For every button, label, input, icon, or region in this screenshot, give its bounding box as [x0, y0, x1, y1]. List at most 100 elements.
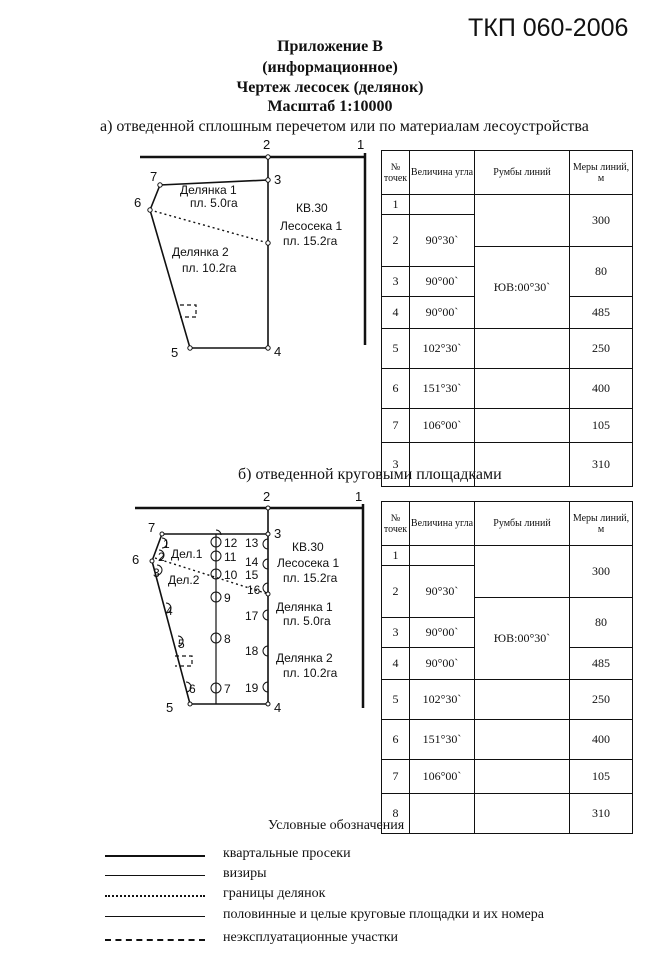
rhumb-cell	[474, 679, 570, 720]
circle-17-label: 17	[245, 609, 259, 623]
legend-label: квартальные просеки	[223, 846, 351, 861]
point-cell: 4	[381, 296, 410, 329]
circle-18-label: 18	[245, 644, 259, 658]
point-1-label: 1	[355, 489, 362, 504]
circle-2-label: 2	[158, 550, 165, 564]
point-cell: 3	[381, 442, 410, 487]
legend-line-dashed	[105, 939, 205, 941]
point-7-label: 7	[150, 169, 157, 184]
point-cell: 1	[381, 194, 410, 215]
plot-2-area: пл. 10.2га	[182, 261, 237, 275]
circle-12-label: 12	[224, 536, 238, 550]
point-4-label: 4	[274, 344, 281, 359]
point-cell: 5	[381, 679, 410, 720]
point-5-label: 5	[166, 700, 173, 715]
plot-1-label: Делянка 1	[276, 600, 333, 614]
length-cell: 400	[569, 719, 633, 760]
rhumb-cell	[474, 368, 570, 409]
length-cell: 485	[569, 647, 633, 680]
col-angle-header: Величина угла	[409, 150, 475, 195]
point-cell: 4	[381, 647, 410, 680]
rhumb-cell	[474, 759, 570, 794]
rhumb-cell	[474, 408, 570, 443]
legend-label: половинные и целые круговые площадки и и…	[223, 907, 544, 922]
point-7-label: 7	[148, 520, 155, 535]
point-3-label: 3	[274, 172, 281, 187]
angle-cell	[409, 194, 475, 215]
map-a: 1 2 3 4 5 6 7 Делянка 1 пл. 5.0га Делянк…	[134, 137, 367, 360]
cut-area: пл. 15.2га	[283, 234, 338, 248]
non-exploited-area	[180, 304, 197, 318]
non-exploited-area	[175, 655, 193, 667]
point-cell: 3	[381, 266, 410, 297]
rhumb-cell: ЮВ:00°30`	[474, 246, 570, 329]
col-angle-header: Величина угла	[409, 501, 475, 546]
appendix-type: (информационное)	[262, 59, 398, 76]
circle-7-label: 7	[224, 682, 231, 696]
length-cell: 80	[569, 246, 633, 297]
point-cell: 2	[381, 214, 410, 267]
table-a: № точек Величина угла Румбы линий Меры л…	[381, 150, 633, 487]
cut-label: Лесосека 1	[280, 219, 343, 233]
point-5-label: 5	[171, 345, 178, 360]
cut-label: Лесосека 1	[277, 556, 340, 570]
angle-cell: 90°30`	[409, 214, 475, 267]
plot-1-area: пл. 5.0га	[283, 614, 331, 628]
col-points-header: № точек	[381, 150, 410, 195]
angle-cell: 151°30`	[409, 719, 475, 760]
document-code: ТКП 060-2006	[468, 14, 629, 42]
point-cell: 2	[381, 565, 410, 618]
col-points-header: № точек	[381, 501, 410, 546]
rhumb-cell	[474, 194, 570, 247]
length-cell: 300	[569, 194, 633, 247]
angle-cell: 151°30`	[409, 368, 475, 409]
point-cell: 6	[381, 368, 410, 409]
drawing-title: Чертеж лесосек (делянок)	[236, 79, 424, 96]
circle-15-label: 15	[245, 568, 259, 582]
section-a-title: а) отведенной сплошным перечетом или по …	[100, 118, 589, 135]
plot-1-label: Делянка 1	[180, 183, 237, 197]
angle-cell: 90°00`	[409, 296, 475, 329]
circle-16-label: 16	[247, 583, 261, 597]
appendix-title: Приложение В	[277, 38, 383, 55]
legend-label: визиры	[223, 866, 267, 881]
angle-cell: 90°00`	[409, 647, 475, 680]
angle-cell: 90°00`	[409, 617, 475, 648]
point-3-label: 3	[274, 526, 281, 541]
circle-10-label: 10	[224, 568, 238, 582]
plot-2-area: пл. 10.2га	[283, 666, 338, 680]
col-rhumb-header: Румбы линий	[474, 501, 570, 546]
point-cell: 5	[381, 328, 410, 369]
plot-boundary	[149, 209, 269, 244]
angle-cell: 90°30`	[409, 565, 475, 618]
rhumb-cell	[474, 442, 570, 487]
circle-14-label: 14	[245, 555, 259, 569]
scale-label: Масштаб 1:10000	[267, 98, 393, 115]
point-cell: 8	[381, 793, 410, 834]
angle-cell: 90°00`	[409, 266, 475, 297]
circle-1-label: 1	[163, 537, 170, 551]
circle-6-label: 6	[189, 682, 196, 696]
rhumb-cell	[474, 793, 570, 834]
map-b: 1 2 3 4 5 6 7 1 2 3 4 5 6 7 8 9 10 11 12…	[132, 489, 365, 715]
point-cell: 1	[381, 545, 410, 566]
rhumb-cell	[474, 328, 570, 369]
circle-13-label: 13	[245, 536, 259, 550]
length-cell: 300	[569, 545, 633, 598]
length-cell: 485	[569, 296, 633, 329]
rhumb-cell	[474, 719, 570, 760]
point-6-label: 6	[132, 552, 139, 567]
point-2-label: 2	[263, 489, 270, 504]
col-rhumb-header: Румбы линий	[474, 150, 570, 195]
length-cell: 105	[569, 759, 633, 794]
point-2-label: 2	[263, 137, 270, 152]
circle-9-label: 9	[224, 591, 231, 605]
legend-label: границы делянок	[223, 886, 326, 901]
rhumb-cell: ЮВ:00°30`	[474, 597, 570, 680]
point-cell: 3	[381, 617, 410, 648]
angle-cell: 102°30`	[409, 679, 475, 720]
legend-title: Условные обозначения	[268, 818, 405, 833]
legend-label: неэксплуатационные участки	[223, 930, 398, 945]
plot-2-label: Делянка 2	[172, 245, 229, 259]
length-cell: 105	[569, 408, 633, 443]
